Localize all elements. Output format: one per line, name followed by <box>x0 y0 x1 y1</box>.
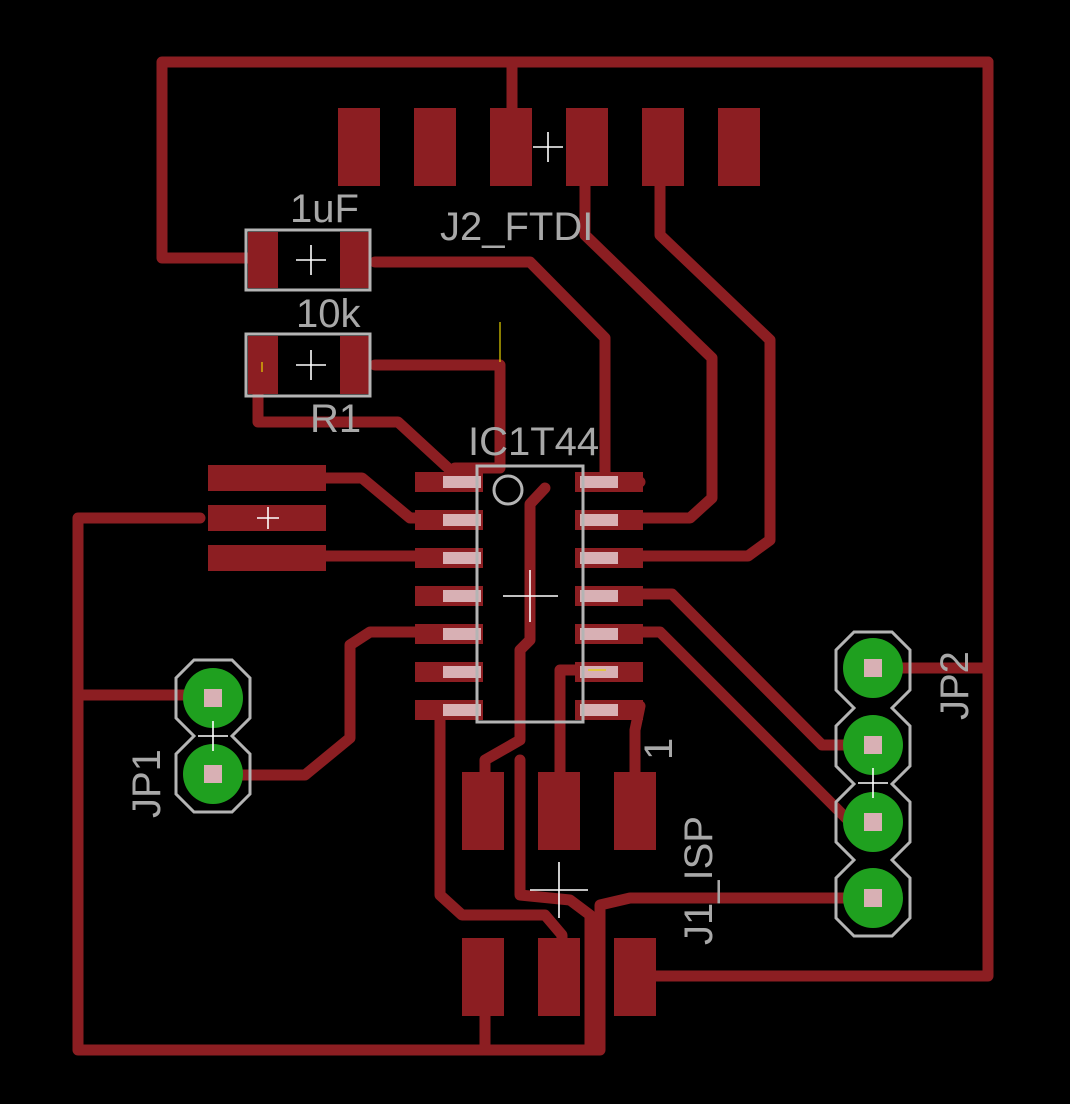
resonator-pads <box>208 465 326 571</box>
j1-pad-6 <box>614 938 656 1016</box>
j2-ftdi-pads <box>338 108 760 186</box>
c1-pad-left <box>248 232 278 288</box>
j2-pad-4 <box>566 108 608 186</box>
r1-resistor <box>244 332 372 398</box>
ic1-attiny44 <box>415 464 643 724</box>
jp2-hole-4 <box>864 889 882 907</box>
cross-j2 <box>533 132 563 162</box>
trace-right-rail <box>634 56 994 982</box>
cross-j1 <box>530 862 588 918</box>
j2-pad-6 <box>718 108 760 186</box>
jp2-header <box>834 630 912 938</box>
jp1-outline <box>174 658 252 814</box>
jp2-outline <box>834 630 912 938</box>
ic1-outline <box>475 464 585 724</box>
label-j2: J2_FTDI <box>440 205 593 249</box>
label-j1-pin1: 1 <box>637 738 681 760</box>
jp1-hole-2 <box>204 765 222 783</box>
j2-pad-2 <box>414 108 456 186</box>
label-jp1: JP1 <box>125 749 169 818</box>
label-j1: J1_ISP <box>677 816 721 945</box>
r1-pad-left <box>248 336 278 394</box>
trace-jp1-pin2 <box>206 626 461 781</box>
jp2-hole-2 <box>864 736 882 754</box>
j2-pad-1 <box>338 108 380 186</box>
label-r1-name: R1 <box>310 397 361 441</box>
j2-pad-3 <box>490 108 532 186</box>
cross-jp2 <box>858 768 888 798</box>
cross-jp1 <box>198 721 228 751</box>
copper-traces <box>72 56 994 1056</box>
cross-ic1 <box>503 570 558 622</box>
label-r1-value: 10k <box>296 292 361 336</box>
cross-c1 <box>296 245 326 275</box>
trace-top-loop <box>156 56 994 264</box>
c1-pad-right <box>340 232 370 288</box>
trace-isp-miso <box>479 482 551 812</box>
label-ic1: IC1T44 <box>468 420 599 464</box>
j1-pad-4 <box>462 938 504 1016</box>
cross-r1 <box>296 350 326 380</box>
j1-isp-pads <box>462 772 656 1016</box>
cross-resonator <box>257 507 279 529</box>
j1-pad-1 <box>462 772 504 850</box>
trace-left-loop <box>72 512 878 1056</box>
ratsnest-lines <box>261 322 606 671</box>
r1-pad-right <box>340 336 370 394</box>
jp1-hole-1 <box>204 689 222 707</box>
label-c1: 1uF <box>290 187 359 231</box>
r1-outline <box>244 332 372 398</box>
j2-pad-5 <box>642 108 684 186</box>
silkscreen-labels: 1uF 10k R1 J2_FTDI IC1T44 JP1 JP2 J1_ISP… <box>125 187 977 945</box>
resonator-pad-1 <box>208 465 326 491</box>
j1-pad-5 <box>538 938 580 1016</box>
origin-markers <box>198 132 888 918</box>
trace-ftdi-tx <box>634 139 776 562</box>
resonator-pad-3 <box>208 545 326 571</box>
j1-pad-2 <box>538 772 580 850</box>
label-jp2: JP2 <box>933 651 977 720</box>
c1-outline <box>244 228 372 292</box>
jp2-hole-1 <box>864 659 882 677</box>
jp1-header <box>174 658 252 814</box>
c1-capacitor <box>244 228 372 292</box>
ic1-pin1-marker <box>492 474 524 506</box>
trace-isp-sck <box>514 754 596 1056</box>
jp2-hole-3 <box>864 813 882 831</box>
ic1-pin-highlights <box>443 476 618 716</box>
trace-ftdi-rx <box>579 139 718 524</box>
j1-pad-3 <box>614 772 656 850</box>
